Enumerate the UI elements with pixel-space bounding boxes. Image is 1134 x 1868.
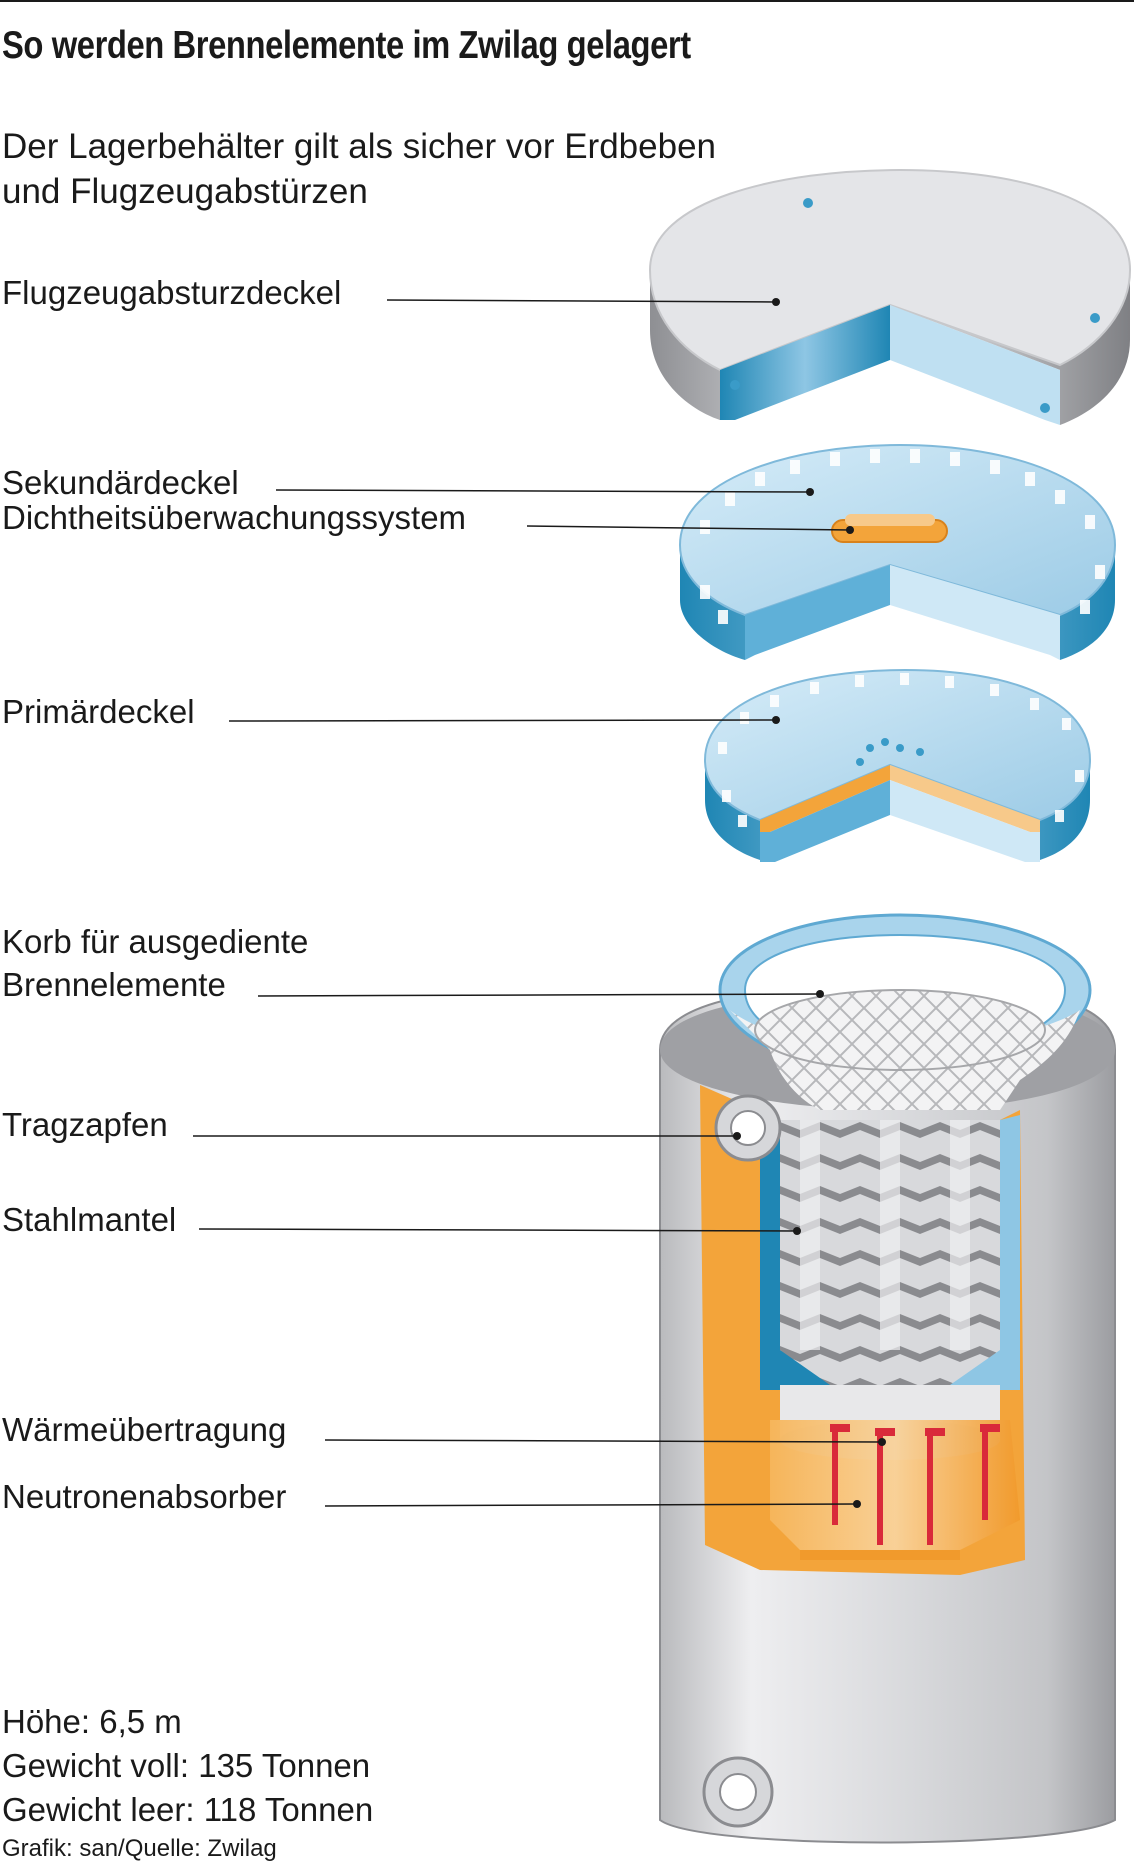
facts-block: Höhe: 6,5 m Gewicht voll: 135 Tonnen Gew…: [2, 1700, 373, 1832]
leader-lines: [193, 298, 886, 1508]
label-neutron-absorber: Neutronenabsorber: [2, 1478, 287, 1515]
aircraft-crash-lid: [648, 168, 1132, 425]
label-steel-shell: Stahlmantel: [2, 1201, 177, 1238]
subtitle-line-2: und Flugzeugabstürzen: [2, 172, 368, 211]
fact-weight-empty: Gewicht leer: 118 Tonnen: [2, 1791, 374, 1828]
label-basket-line-1: Korb für ausgediente: [2, 923, 309, 960]
subtitle-line-1: Der Lagerbehälter gilt als sicher vor Er…: [2, 127, 716, 166]
label-trunnion: Tragzapfen: [2, 1106, 168, 1143]
primary-lid: [703, 668, 1092, 862]
credit-line: Grafik: san/Quelle: Zwilag: [2, 1835, 277, 1862]
top-rule: [0, 0, 1134, 2]
page-title: So werden Brennelemente im Zwilag gelage…: [2, 24, 691, 67]
fact-weight-full: Gewicht voll: 135 Tonnen: [2, 1747, 371, 1784]
label-leak-monitoring-system: Dichtheitsüberwachungssystem: [2, 499, 467, 536]
label-heat-transfer: Wärmeübertragung: [2, 1411, 287, 1448]
cask-body: [659, 913, 1116, 1844]
secondary-lid: [678, 443, 1117, 660]
fact-height: Höhe: 6,5 m: [2, 1703, 182, 1740]
subtitle: Der Lagerbehälter gilt als sicher vor Er…: [2, 124, 782, 214]
label-aircraft-crash-lid: Flugzeugabsturzdeckel: [2, 274, 342, 311]
label-basket-line-2: Brennelemente: [2, 966, 226, 1003]
label-primary-lid: Primärdeckel: [2, 693, 195, 730]
label-secondary-lid: Sekundärdeckel: [2, 464, 239, 501]
